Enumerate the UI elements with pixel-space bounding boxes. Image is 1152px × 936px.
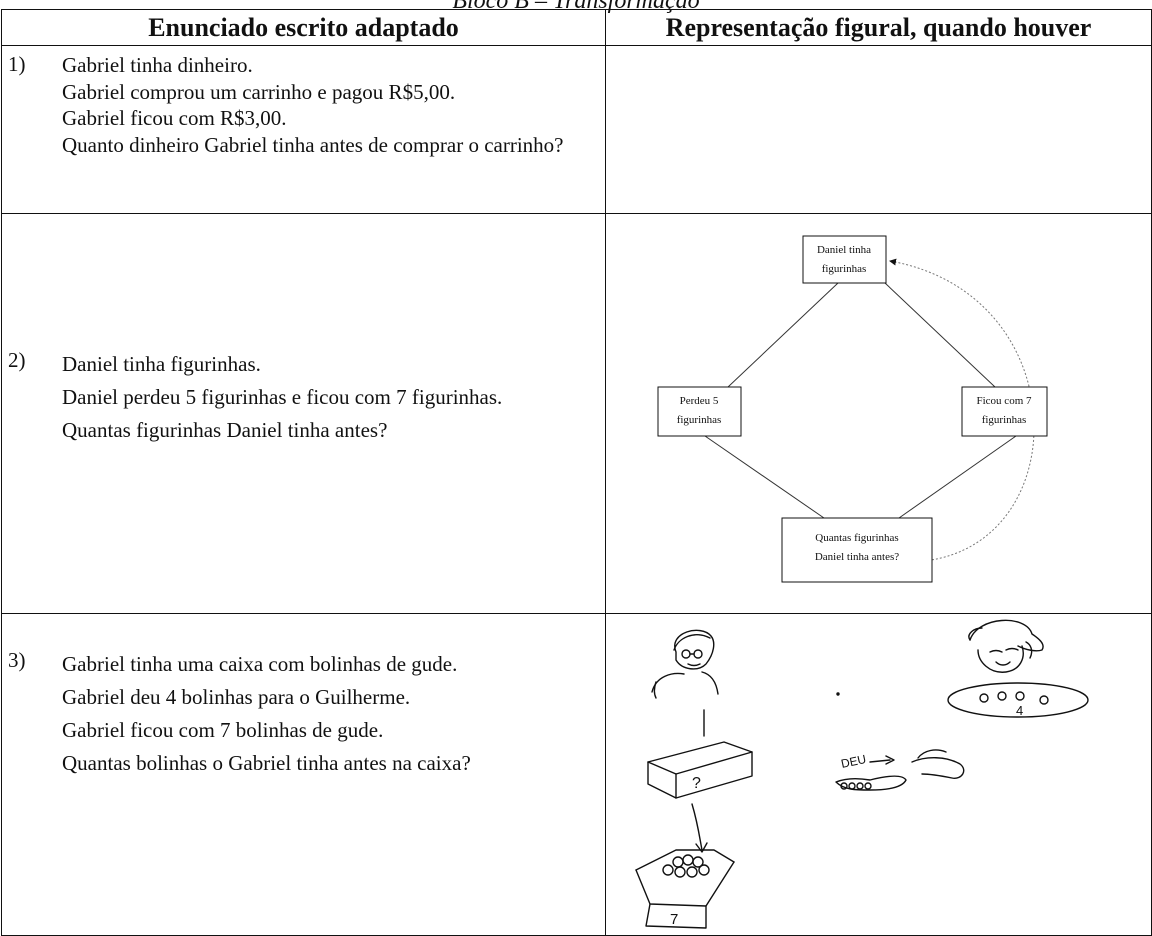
marble-tray [947, 682, 1089, 718]
problem-line: Daniel perdeu 5 figurinhas e ficou com 7… [62, 385, 503, 409]
header-written-statement: Enunciado escrito adaptado [1, 9, 606, 46]
final-box-number: 7 [670, 911, 678, 928]
connector-line [898, 435, 1017, 519]
problem-line: Gabriel ficou com R$3,00. [62, 106, 287, 130]
box-top [802, 235, 887, 284]
table-row: 1) Gabriel tinha dinheiro. Gabriel compr… [1, 45, 1152, 214]
boy-figure-right [968, 619, 1044, 673]
problem-line: Quanto dinheiro Gabriel tinha antes de c… [62, 132, 564, 157]
problem-line: Gabriel tinha uma caixa com bolinhas de … [62, 652, 458, 676]
hand-drawing: ? 4 DEU 7 [635, 619, 1089, 929]
down-arrow-head [695, 842, 708, 853]
connector-line [727, 282, 839, 388]
problem-line: Gabriel tinha dinheiro. [62, 53, 253, 77]
problem-number: 3) [8, 648, 26, 672]
problem-line: Quantas bolinhas o Gabriel tinha antes n… [62, 751, 471, 775]
table-row: 3) Gabriel tinha uma caixa com bolinhas … [1, 613, 1152, 936]
problem-1-figure [605, 45, 1152, 214]
problems-table: Enunciado escrito adaptado Representação… [1, 9, 1152, 936]
problem-3-statement: 3) Gabriel tinha uma caixa com bolinhas … [1, 613, 606, 936]
box-question-mark: ? [692, 775, 701, 792]
closed-box [647, 741, 753, 799]
table-header-row: Enunciado escrito adaptado Representação… [1, 9, 1152, 46]
stray-dot [836, 692, 840, 696]
connector-line [704, 435, 825, 519]
connector-line [884, 282, 996, 388]
problem-line: Daniel tinha figurinhas. [62, 352, 261, 376]
problem-2-statement: 2) Daniel tinha figurinhas. Daniel perde… [1, 213, 606, 614]
box-bottom [781, 517, 933, 583]
problem-3-figure: ? 4 DEU 7 [605, 613, 1152, 936]
problem-line: Gabriel ficou com 7 bolinhas de gude. [62, 718, 384, 742]
action-word: DEU [840, 752, 868, 771]
problem-line: Gabriel comprou um carrinho e pagou R$5,… [62, 79, 456, 104]
header-figural-representation: Representação figural, quando houver [605, 9, 1152, 46]
problem-number: 1) [8, 52, 26, 76]
tray-number: 4 [1016, 703, 1023, 718]
problem-line: Quantas figurinhas Daniel tinha antes? [62, 418, 388, 442]
boy-figure-left [651, 629, 719, 699]
table-row: 2) Daniel tinha figurinhas. Daniel perde… [1, 213, 1152, 614]
problem-number: 2) [8, 348, 26, 372]
giving-hands [835, 749, 965, 791]
problem-line: Gabriel deu 4 bolinhas para o Guilherme. [62, 685, 411, 709]
problem-1-statement: 1) Gabriel tinha dinheiro. Gabriel compr… [1, 45, 606, 214]
box-right [961, 386, 1048, 437]
open-box [635, 849, 735, 929]
down-arrow [691, 803, 703, 851]
box-left [657, 386, 742, 437]
